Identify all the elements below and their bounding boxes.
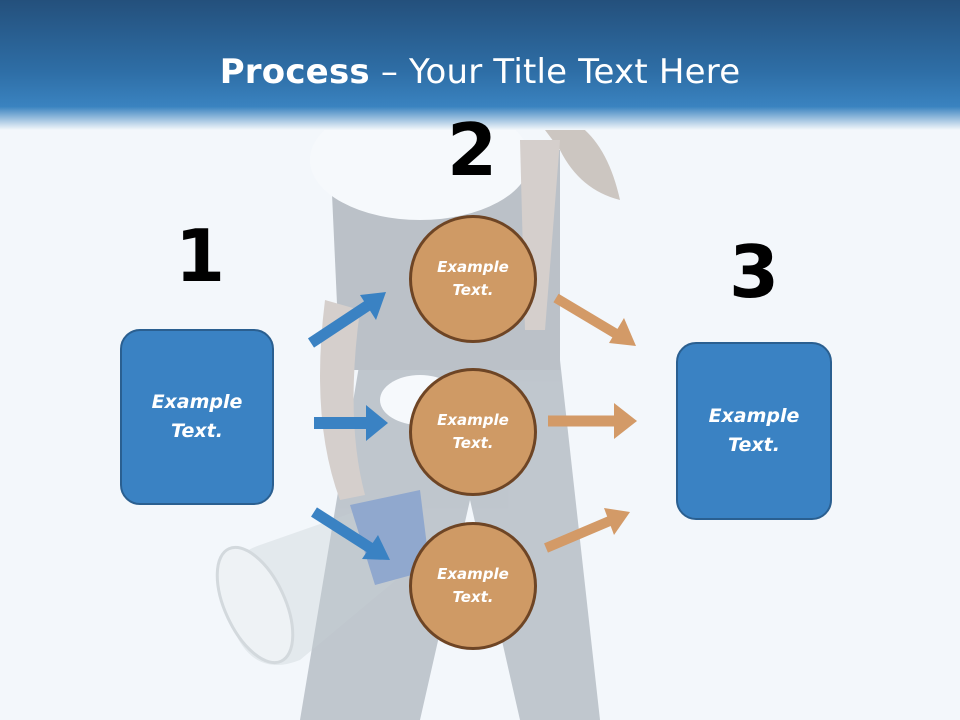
blue-arrow-right xyxy=(314,405,388,441)
step-3-text: Example Text. xyxy=(708,405,800,456)
title-bar xyxy=(0,0,960,130)
title-rest: – Your Title Text Here xyxy=(369,52,741,92)
step-3-box: Example Text. xyxy=(676,342,832,520)
step-2-circle-top: Example Text. xyxy=(409,215,537,343)
circle-bottom-text: Example Text. xyxy=(437,565,509,606)
orange-arrow-right xyxy=(548,403,637,439)
step-number-3: 3 xyxy=(728,230,780,314)
step-1-box: Example Text. xyxy=(120,329,274,505)
blue-arrow-up xyxy=(307,292,386,348)
step-number-1: 1 xyxy=(174,214,226,298)
circle-middle-text: Example Text. xyxy=(437,411,509,452)
step-2-circle-bottom: Example Text. xyxy=(409,522,537,650)
orange-arrow-down xyxy=(553,293,636,346)
step-1-text: Example Text. xyxy=(151,391,243,442)
circle-top-text: Example Text. xyxy=(437,258,509,299)
step-number-2: 2 xyxy=(446,108,498,192)
blue-arrow-down xyxy=(311,507,390,560)
title-bold: Process xyxy=(219,52,370,92)
slide-title: Process – Your Title Text Here xyxy=(0,52,960,92)
orange-arrow-up xyxy=(544,508,630,553)
step-2-circle-middle: Example Text. xyxy=(409,368,537,496)
